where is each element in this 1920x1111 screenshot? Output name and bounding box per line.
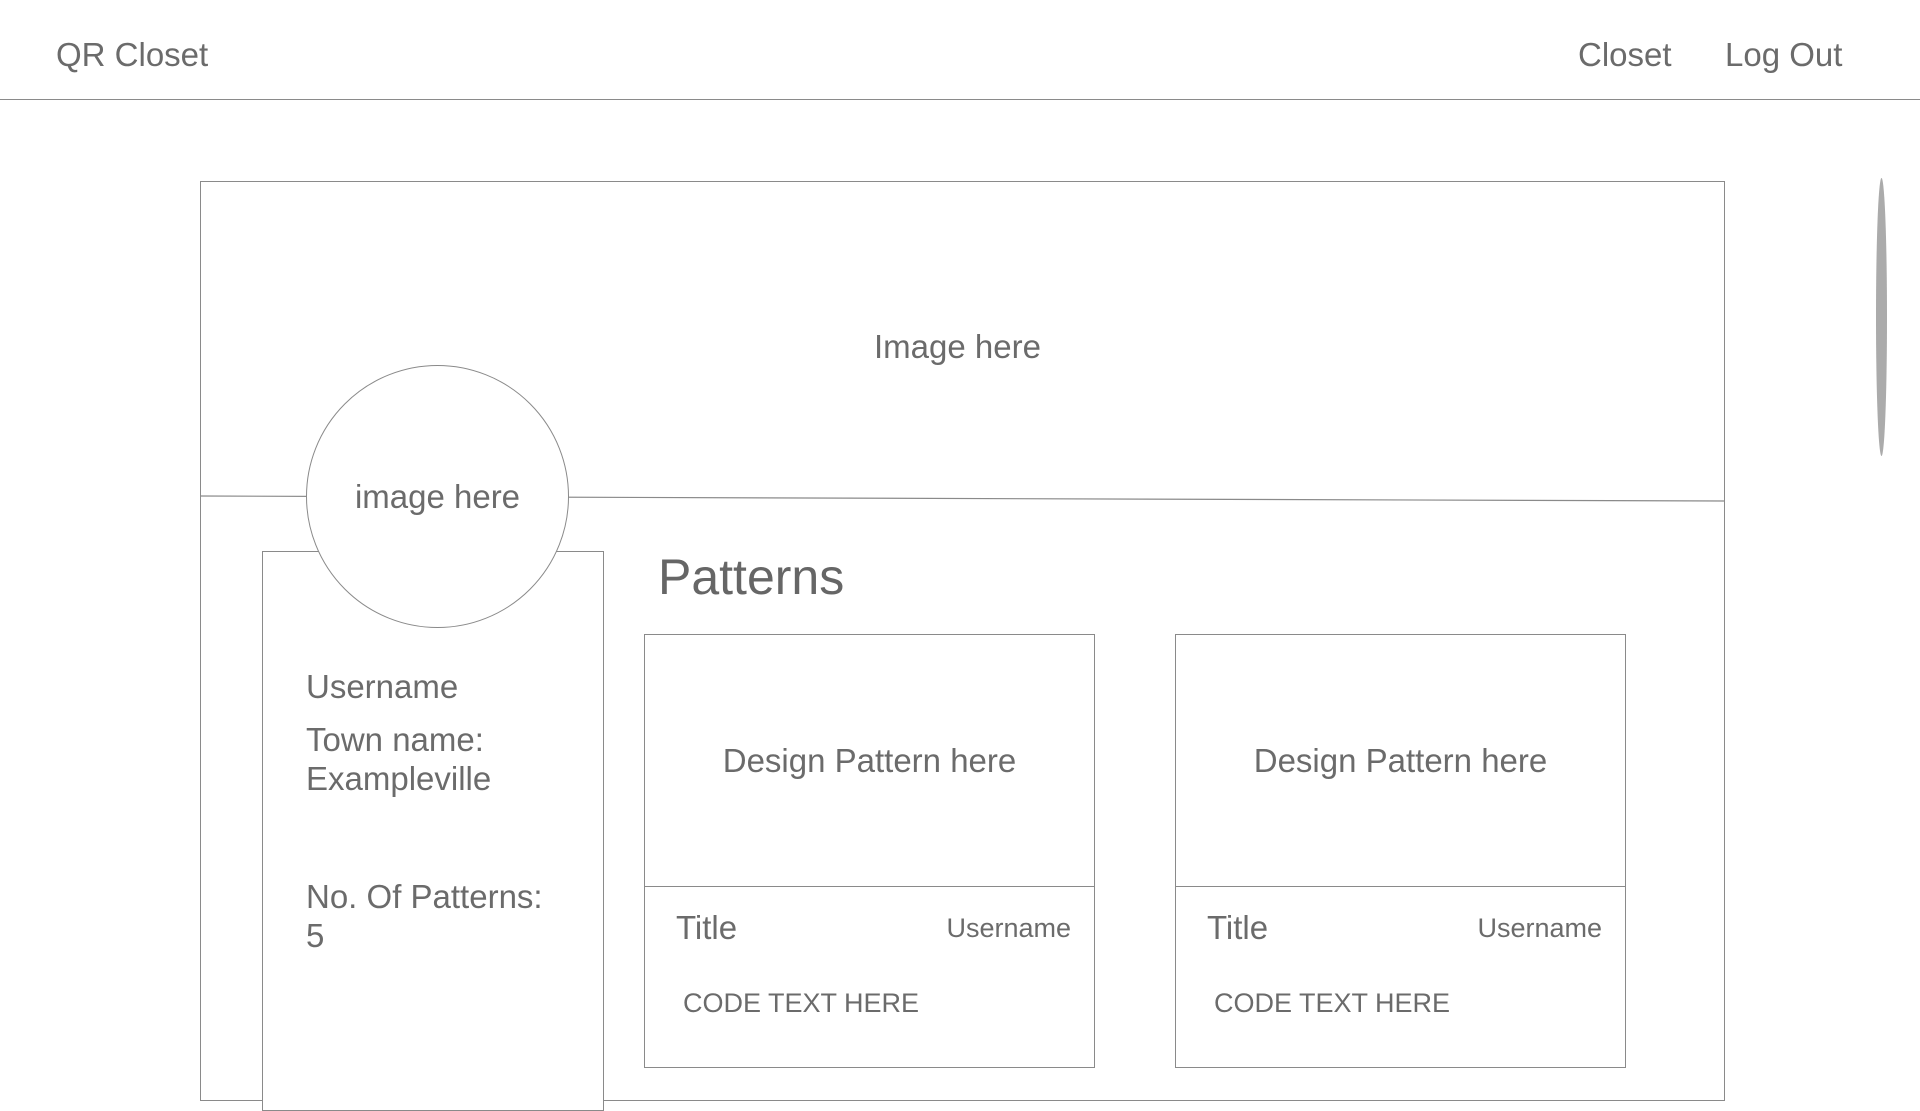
avatar-placeholder-text: image here bbox=[354, 477, 521, 515]
pattern-card[interactable]: Design Pattern here Title Username CODE … bbox=[644, 634, 1095, 1068]
pattern-username[interactable]: Username bbox=[1477, 913, 1602, 943]
pattern-count-value: 5 bbox=[306, 917, 325, 954]
pattern-username[interactable]: Username bbox=[946, 913, 1071, 943]
brand-logo-text[interactable]: QR Closet bbox=[56, 36, 209, 73]
nav-link-logout[interactable]: Log Out bbox=[1725, 36, 1843, 73]
pattern-image-text: Design Pattern here bbox=[1253, 741, 1548, 779]
patterns-heading: Patterns bbox=[658, 549, 845, 605]
pattern-image-placeholder: Design Pattern here bbox=[645, 635, 1094, 887]
town-name-label: Town name: bbox=[306, 721, 484, 758]
pattern-title: Title bbox=[1207, 909, 1269, 946]
pattern-image-placeholder: Design Pattern here bbox=[1176, 635, 1625, 887]
pattern-code-text: CODE TEXT HERE bbox=[1214, 988, 1451, 1018]
pattern-title: Title bbox=[676, 909, 738, 946]
avatar: image here bbox=[306, 365, 569, 628]
top-navbar: QR Closet Closet Log Out bbox=[0, 0, 1920, 100]
banner-image-placeholder: Image here bbox=[874, 328, 1041, 365]
user-info-card bbox=[262, 551, 604, 1111]
town-name-value: Exampleville bbox=[306, 760, 492, 797]
profile-username: Username bbox=[306, 668, 459, 705]
pattern-card[interactable]: Design Pattern here Title Username CODE … bbox=[1175, 634, 1626, 1068]
nav-link-closet[interactable]: Closet bbox=[1578, 36, 1672, 73]
scrollbar-thumb[interactable] bbox=[1876, 178, 1887, 456]
pattern-count-label: No. Of Patterns: bbox=[306, 878, 543, 915]
pattern-code-text: CODE TEXT HERE bbox=[683, 988, 920, 1018]
pattern-image-text: Design Pattern here bbox=[722, 741, 1017, 779]
